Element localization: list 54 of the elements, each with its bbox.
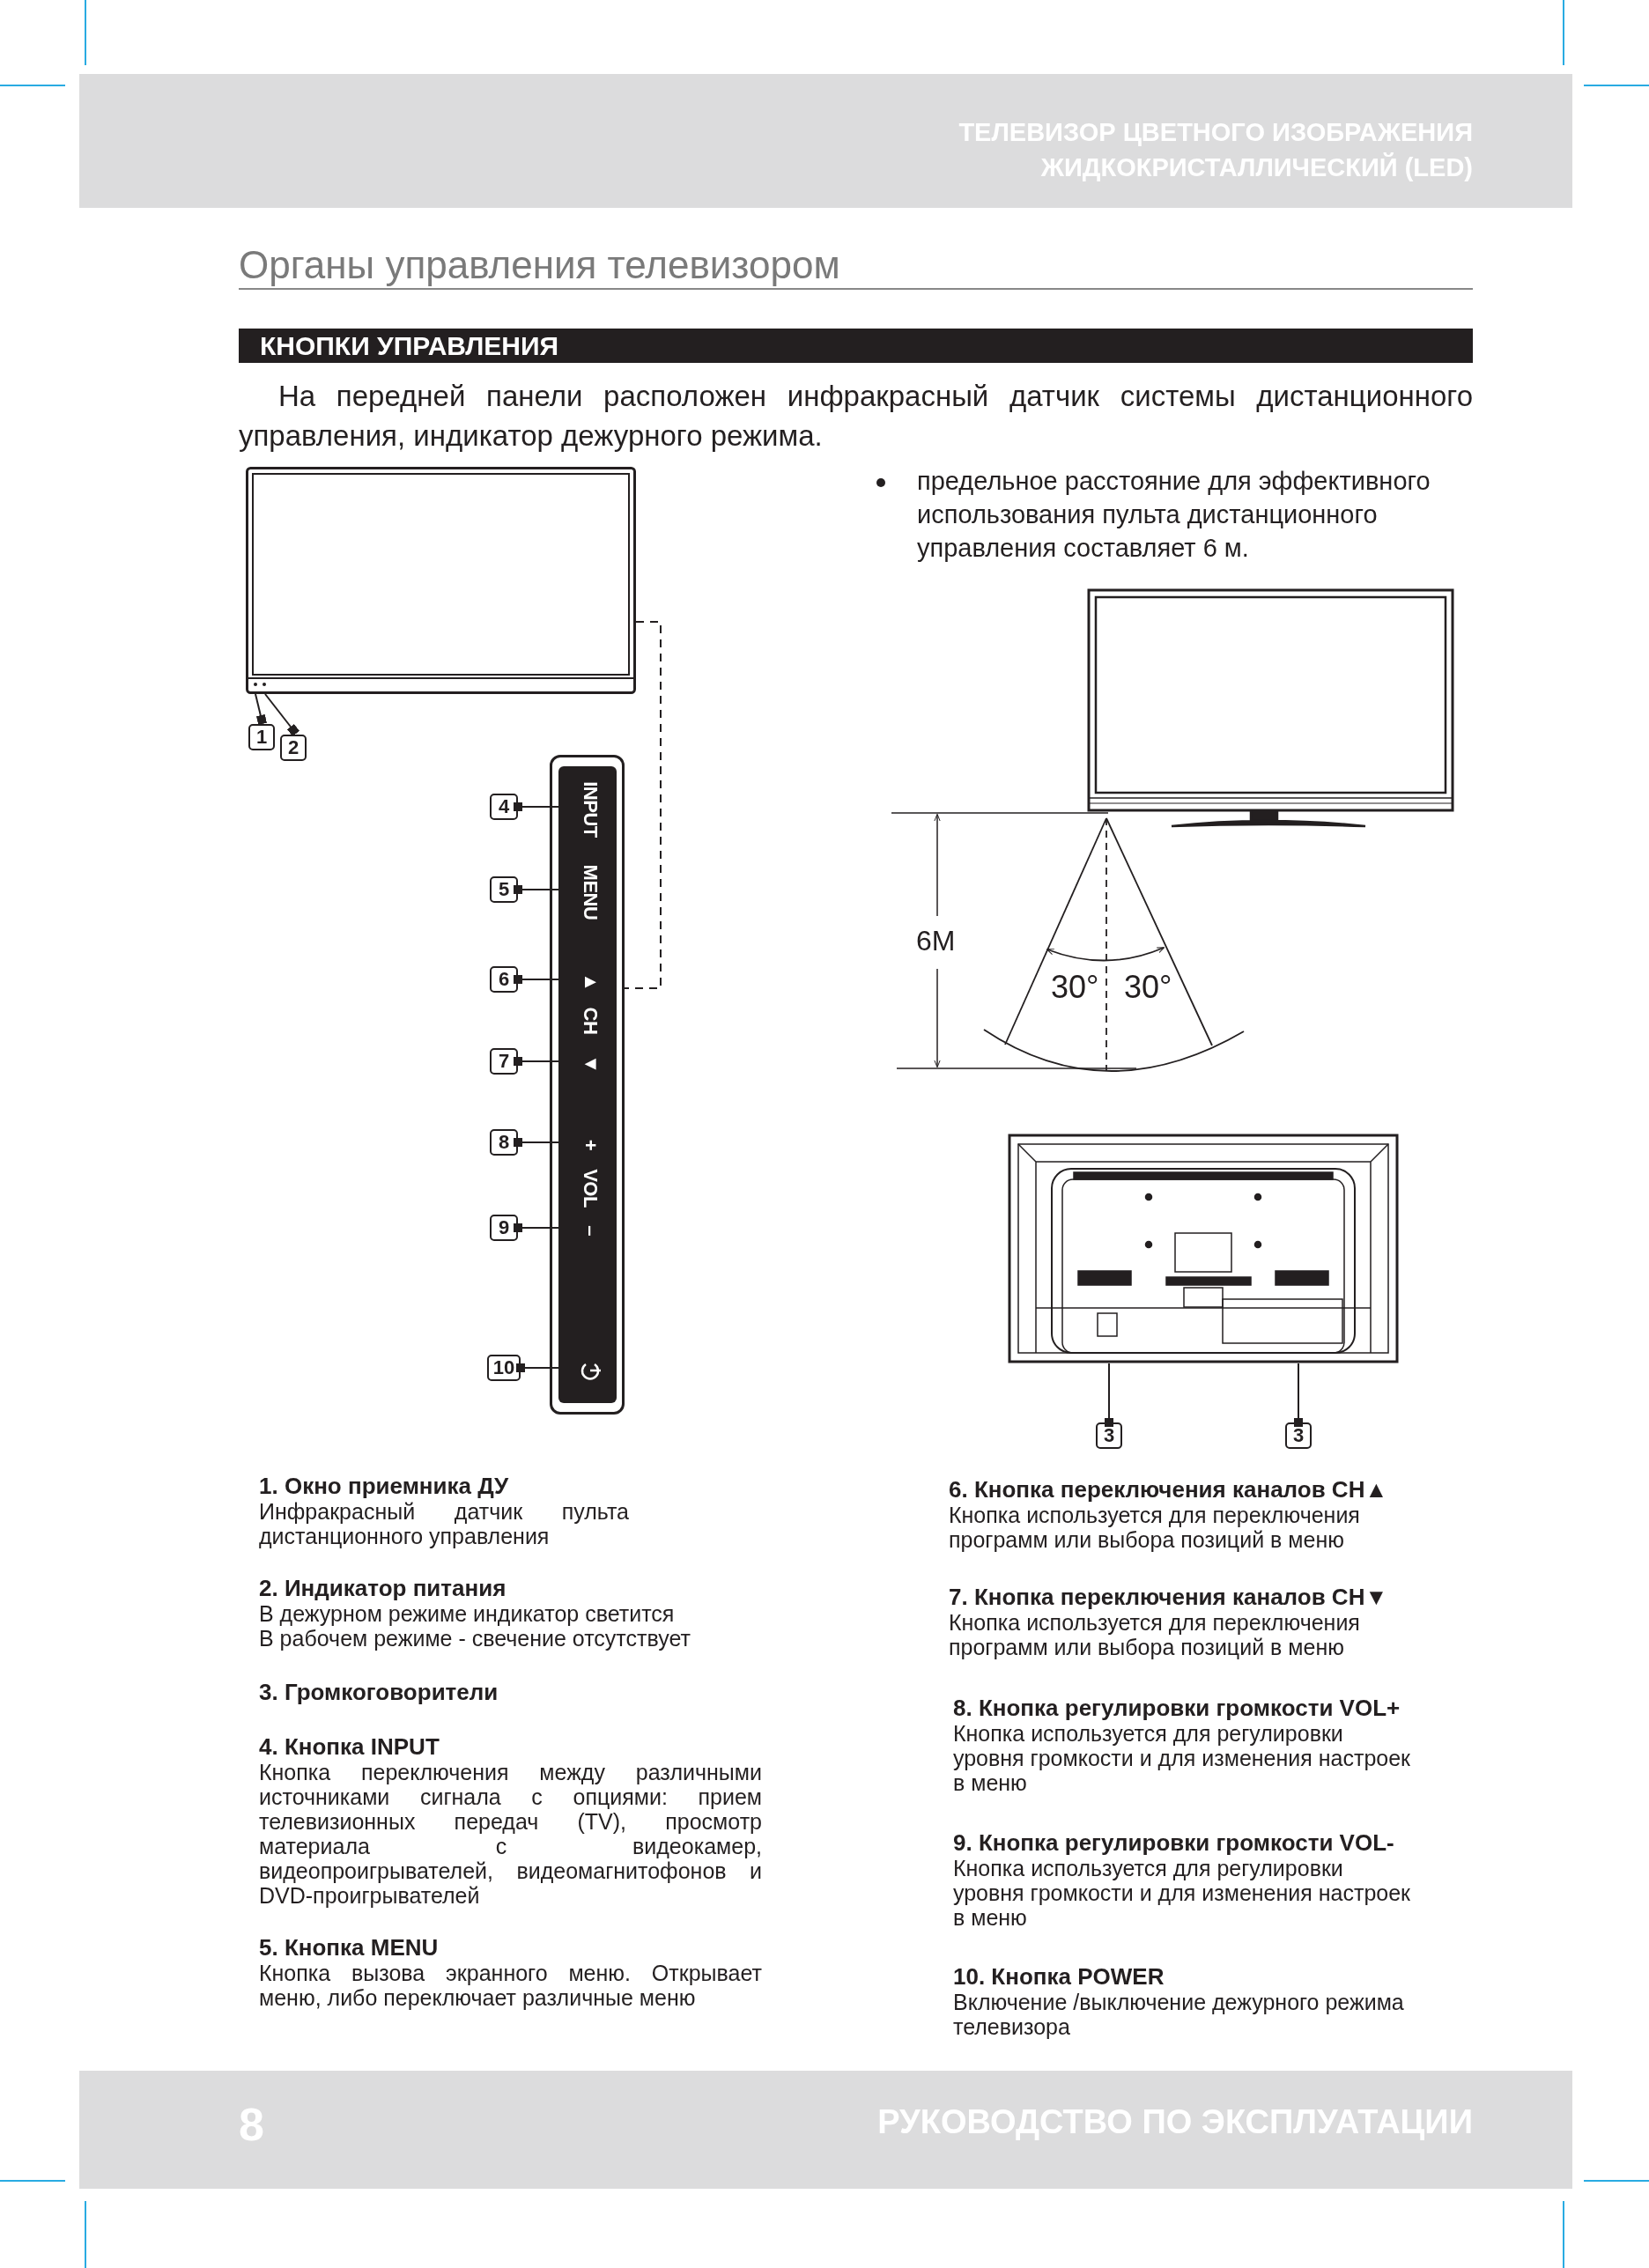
- button-label: CH: [580, 1007, 600, 1035]
- dimension-label: 6M: [916, 925, 956, 957]
- leader-line: [264, 693, 299, 736]
- item-heading: 8. Кнопка регулировки громкости VOL+: [953, 1695, 1401, 1721]
- callout-number: 4: [490, 794, 518, 820]
- page-title: Органы управления телевизором: [239, 243, 840, 287]
- item-heading: 3. Громкоговорители: [259, 1679, 499, 1705]
- leader-line: [255, 693, 268, 726]
- dashed-connector: [624, 621, 662, 989]
- item-heading: 7. Кнопка переключения каналов CH▼: [949, 1584, 1388, 1610]
- leader-line: [1105, 1363, 1113, 1427]
- item-description: Кнопка вызова экранного меню. Открывает меню, либо переключает различные меню: [259, 1961, 762, 2010]
- item-description: Кнопка используется для регулировки уровня громкости и для изменения настроек в меню: [953, 1856, 1411, 1930]
- item-heading: 5. Кнопка MENU: [259, 1934, 439, 1961]
- button-label: INPUT: [580, 781, 600, 838]
- callout-number: 9: [490, 1215, 518, 1241]
- button-label: –: [580, 1225, 600, 1236]
- item-heading: 6. Кнопка переключения каналов CH▲: [949, 1476, 1388, 1503]
- item-description: В рабочем режиме - свечение отсутствует: [259, 1626, 691, 1651]
- tv-back-drawing: [1008, 1134, 1399, 1363]
- callout-number: 3: [1096, 1422, 1122, 1449]
- item-heading: 10. Кнопка POWER: [953, 1963, 1165, 1990]
- button-label: +: [580, 1139, 601, 1151]
- callout-number: 5: [490, 876, 518, 903]
- tv-front-drawing: [246, 467, 636, 694]
- callout-number: 10: [487, 1355, 521, 1381]
- button-label: MENU: [580, 864, 600, 920]
- button-label: ▲: [580, 972, 601, 992]
- item-heading: 4. Кнопка INPUT: [259, 1733, 440, 1760]
- item-description: Кнопка переключения между различными источниками сигнала с опциями: прием телевизионных передач (TV), просмотр материала с видеокамер, видеопроигрывателей, видеомагнитофонов и DVD-проигрывателей: [259, 1760, 762, 1908]
- item-description: В дежурном режиме индикатор светится: [259, 1601, 676, 1626]
- callout-number: 8: [490, 1129, 518, 1156]
- item-heading: 9. Кнопка регулировки громкости VOL-: [953, 1829, 1394, 1856]
- item-description: Кнопка используется для переключения программ или выбора позиций в меню: [949, 1610, 1361, 1659]
- item-description: Инфракрасный датчик пульта дистанционного управления: [259, 1499, 629, 1548]
- leader-line: [1294, 1363, 1303, 1427]
- item-description: Кнопка используется для регулировки уровня громкости и для изменения настроек в меню: [953, 1721, 1411, 1795]
- callout-number: 7: [490, 1048, 518, 1075]
- note-text: предельное расстояние для эффективного использования пульта дистанционного управления составляет 6 м.: [917, 466, 1431, 564]
- button-label: VOL: [580, 1169, 600, 1208]
- section-heading: КНОПКИ УПРАВЛЕНИЯ: [239, 329, 1473, 363]
- item-heading: 2. Индикатор питания: [259, 1575, 507, 1601]
- angle-label: 30°: [1124, 969, 1172, 1006]
- item-description: Включение /выключение дежурного режима телевизора: [953, 1990, 1405, 2039]
- item-heading: 1. Окно приемника ДУ: [259, 1473, 509, 1499]
- intro-paragraph: На передней панели расположен инфракрасный датчик системы дистанционного управления, индикатор дежурного режима.: [239, 379, 1473, 454]
- callout-number: 3: [1285, 1422, 1312, 1449]
- item-description: Кнопка используется для переключения программ или выбора позиций в меню: [949, 1503, 1361, 1552]
- callout-number: 6: [490, 966, 518, 993]
- button-label: ▼: [580, 1054, 601, 1074]
- control-panel: [550, 755, 625, 1415]
- callout-number: 2: [280, 735, 307, 761]
- callout-number: 1: [248, 724, 275, 750]
- angle-label: 30°: [1051, 969, 1099, 1006]
